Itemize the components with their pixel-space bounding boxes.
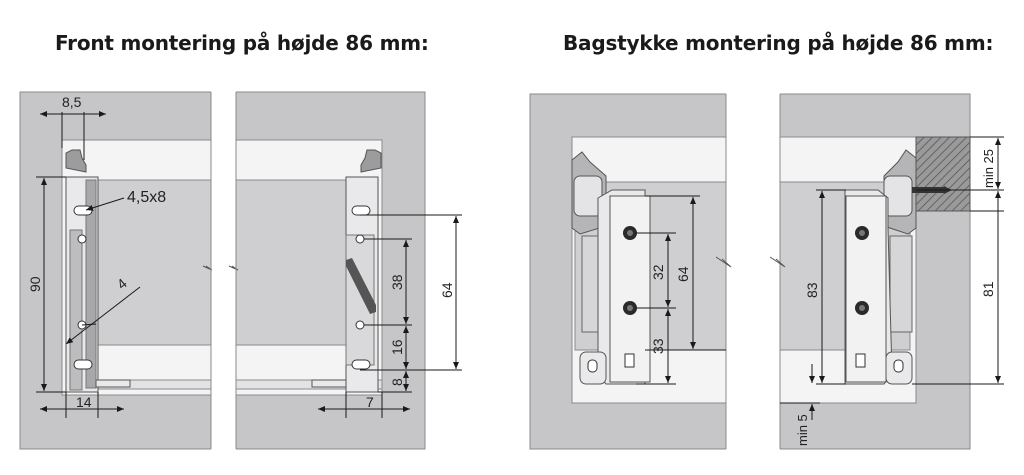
back-dim-83: 83	[804, 282, 820, 298]
front-dim-16: 16	[389, 339, 405, 355]
back-mounting-title: Bagstykke montering på højde 86 mm:	[563, 31, 994, 55]
back-right-bracket	[844, 149, 952, 385]
front-dim-hole: 4,5x8	[127, 189, 166, 206]
front-plate-right	[235, 179, 347, 346]
back-diagram: 32 33 64 83 81 min 25 min 5	[529, 85, 1004, 455]
front-mounting-title: Front montering på højde 86 mm:	[55, 31, 429, 55]
back-dim-32: 32	[650, 264, 666, 280]
back-left-bracket	[571, 151, 651, 385]
back-dim-min5: min 5	[795, 414, 810, 446]
front-break-gap	[211, 85, 236, 455]
front-dimensions	[36, 111, 462, 418]
front-dim-14: 14	[76, 394, 92, 410]
back-wall-hatched	[915, 136, 971, 212]
back-break-gap	[726, 85, 780, 455]
back-break-symbol-2	[769, 256, 786, 268]
back-dim-min25: min 25	[981, 149, 996, 188]
front-dim-90: 90	[27, 276, 43, 292]
front-dim-8-5: 8,5	[62, 94, 82, 110]
front-dim-64: 64	[439, 282, 455, 298]
front-right-bracket	[311, 149, 382, 393]
front-dim-8: 8	[389, 378, 405, 386]
front-dim-7: 7	[366, 394, 374, 410]
back-dimensions	[636, 136, 1004, 420]
front-break-symbol-2	[228, 265, 239, 271]
back-dim-64: 64	[675, 266, 691, 282]
back-dim-81: 81	[980, 281, 996, 297]
front-left-bracket	[65, 149, 131, 393]
front-dim-38: 38	[389, 274, 405, 290]
back-dim-33: 33	[650, 338, 666, 354]
front-plate-left	[87, 179, 212, 346]
front-break-symbol	[202, 265, 213, 271]
front-diagram: 8,5 4,5x8 90 4 14 38 64 16 8 7	[19, 85, 462, 455]
back-break-symbol	[715, 256, 732, 268]
